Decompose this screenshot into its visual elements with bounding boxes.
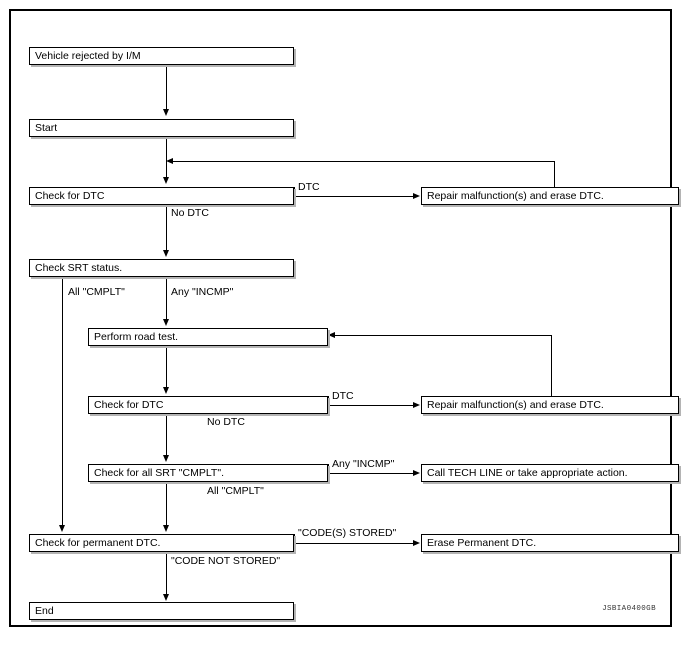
connector-srtstatus-anyincmp <box>166 277 167 320</box>
arrow-roadtest-to-checkdtc2 <box>162 387 169 394</box>
arrow-checkdtc1-to-srtstatus <box>162 250 169 257</box>
connector-repair1-return-vertical <box>554 161 555 187</box>
arrow-start-to-checkdtc <box>162 177 169 184</box>
connector-checkdtc1-to-repair1 <box>294 196 414 197</box>
connector-permanent-to-end <box>166 552 167 595</box>
arrow-permanent-to-erase <box>413 539 420 546</box>
connector-checkdtc1-to-srtstatus <box>166 205 167 251</box>
connector-checkdtc2-to-checkallsrt <box>166 414 167 456</box>
edge-label-all-cmplt-1: All "CMPLT" <box>68 286 125 298</box>
node-erase-permanent[interactable]: Erase Permanent DTC. <box>421 534 679 552</box>
connector-start-to-checkdtc <box>166 128 167 180</box>
connector-checkdtc1-dtc-stub <box>294 187 295 196</box>
edge-label-all-cmplt-2: All "CMPLT" <box>207 485 264 497</box>
node-start[interactable]: Start <box>29 119 294 137</box>
edge-label-no-dtc-1: No DTC <box>171 207 209 219</box>
arrow-srtstatus-allcmplt <box>58 525 65 532</box>
diagram-frame: Vehicle rejected by I/M Start Check for … <box>9 9 679 627</box>
edge-label-code-not-stored: "CODE NOT STORED" <box>171 555 281 567</box>
arrow-checkdtc2-to-repair2 <box>413 401 420 408</box>
arrow-checkallsrt-to-techline <box>413 469 420 476</box>
arrow-repair2-return <box>328 331 335 338</box>
connector-repair1-return-horizontal <box>173 161 555 162</box>
node-vehicle-rejected[interactable]: Vehicle rejected by I/M <box>29 47 294 65</box>
arrow-repair1-return <box>166 157 173 164</box>
connector-checkdtc2-dtc-stub <box>328 396 329 405</box>
edge-label-dtc-2: DTC <box>332 390 354 402</box>
connector-roadtest-to-checkdtc2 <box>166 346 167 388</box>
connector-repair2-return-vertical <box>551 335 552 396</box>
connector-permanent-to-erase <box>294 543 414 544</box>
arrow-srtstatus-anyincmp <box>162 319 169 326</box>
node-check-permanent[interactable]: Check for permanent DTC. <box>29 534 294 552</box>
edge-label-any-incmp-1: Any "INCMP" <box>171 286 234 298</box>
connector-checkallsrt-to-techline <box>328 473 414 474</box>
node-check-dtc-1[interactable]: Check for DTC <box>29 187 294 205</box>
node-call-tech-line[interactable]: Call TECH LINE or take appropriate actio… <box>421 464 679 482</box>
arrow-checkdtc2-to-checkallsrt <box>162 455 169 462</box>
connector-checkallsrt-to-permanent <box>166 482 167 526</box>
connector-checkallsrt-incmp-stub <box>328 464 329 473</box>
node-check-srt-status[interactable]: Check SRT status. <box>29 259 294 277</box>
node-repair-erase-1[interactable]: Repair malfunction(s) and erase DTC. <box>421 187 679 205</box>
connector-checkdtc2-to-repair2 <box>328 405 414 406</box>
edge-label-no-dtc-2: No DTC <box>207 416 245 428</box>
arrow-checkallsrt-to-permanent <box>162 525 169 532</box>
arrow-permanent-to-end <box>162 594 169 601</box>
arrow-checkdtc1-to-repair1 <box>413 192 420 199</box>
node-repair-erase-2[interactable]: Repair malfunction(s) and erase DTC. <box>421 396 679 414</box>
connector-permanent-stored-stub <box>294 534 295 543</box>
edge-label-codes-stored: "CODE(S) STORED" <box>298 527 397 539</box>
figure-code: JSBIA0400GB <box>602 605 656 613</box>
edge-label-any-incmp-2: Any "INCMP" <box>332 458 395 470</box>
connector-vehicle-to-start <box>166 56 167 109</box>
connector-repair2-return-horizontal <box>335 335 552 336</box>
connector-srtstatus-allcmplt <box>62 277 63 526</box>
arrow-vehicle-to-start <box>162 109 169 116</box>
node-end[interactable]: End <box>29 602 294 620</box>
edge-label-dtc-1: DTC <box>298 181 320 193</box>
node-perform-road-test[interactable]: Perform road test. <box>88 328 328 346</box>
node-check-dtc-2[interactable]: Check for DTC <box>88 396 328 414</box>
node-check-all-srt[interactable]: Check for all SRT "CMPLT". <box>88 464 328 482</box>
